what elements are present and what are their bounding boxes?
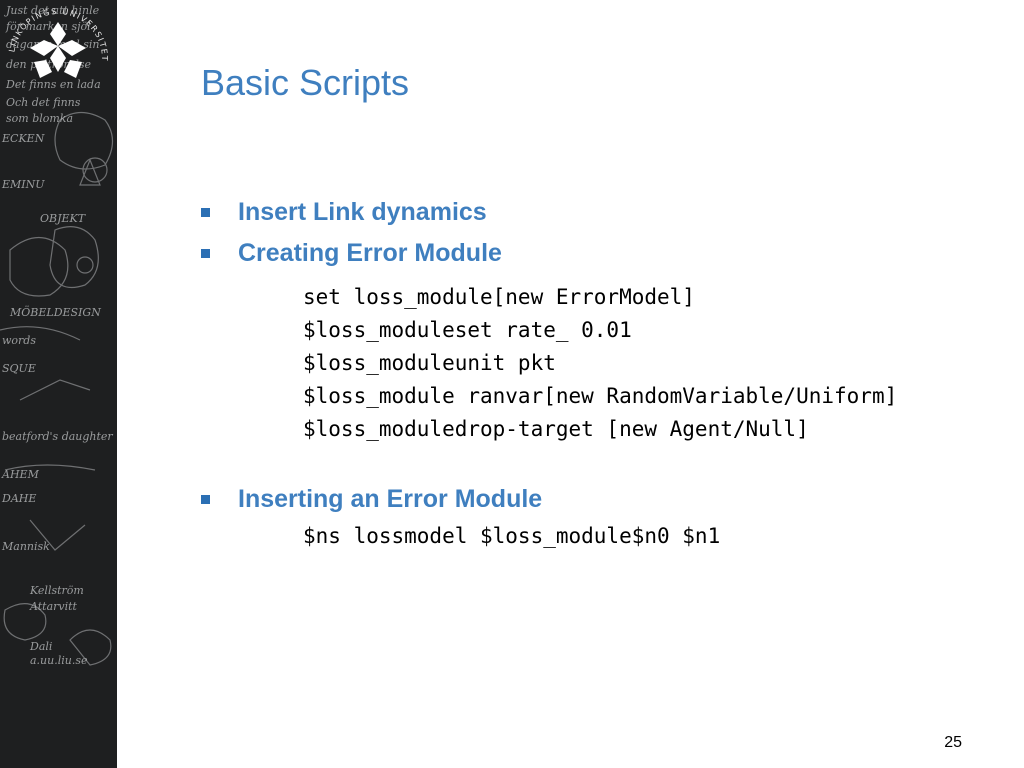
bullet-item: Creating Error Module [201,239,502,268]
bullet-item: Inserting an Error Module [201,485,542,514]
slide-title: Basic Scripts [201,62,410,103]
logo-emblem [30,22,86,78]
code-line: $ns lossmodel $loss_module$n0 $n1 [303,524,721,548]
sketch-line-10: OBJEKT [40,212,87,225]
code-line: $loss_moduleunit pkt [303,351,556,375]
square-bullet-icon [201,495,210,504]
code-line: $loss_module ranvar[new RandomVariable/U… [303,384,898,408]
sketch-line-1: Just det att hinle [4,4,100,17]
sketch-line-15: AHEM [1,468,40,481]
sketch-line-11: MÖBELDESIGN [9,305,101,319]
square-bullet-icon [201,208,210,217]
sketch-line-16: DAHE [1,492,36,505]
page-number: 25 [944,734,962,751]
bullet-label: Creating Error Module [238,239,502,267]
code-line: $loss_moduleset rate_ 0.01 [303,318,632,342]
sketch-line-2: för marken sjöl [5,20,91,33]
bullet-item: Insert Link dynamics [201,198,487,227]
side-decoration-panel: Just det att hinle för marken sjöl dagar… [0,0,117,768]
sketch-line-18: Kellström [29,584,84,597]
sketch-line-6: Och det finns [6,96,81,109]
sketch-line-12: words [2,334,36,347]
university-logo: LINKÖPINGS UNIVERSITET [7,7,108,78]
sketch-line-17: Mannisk [1,540,50,553]
sketch-line-20: Dali [29,640,52,653]
code-line: set loss_module[new ErrorModel] [303,285,695,309]
sketch-line-7: som blomka [6,112,73,125]
sketch-line-8: ECKEN [1,132,45,145]
sketch-line-9: EMINU [1,178,45,191]
sketch-line-13: SQUE [2,362,36,375]
bullet-label: Insert Link dynamics [238,198,487,226]
sketch-line-5: Det finns en lada [5,78,101,91]
square-bullet-icon [201,249,210,258]
sketch-line-19: Attarvitt [29,600,78,613]
sketch-line-21: a.uu.liu.se [30,654,88,667]
code-line: $loss_moduledrop-target [new Agent/Null] [303,417,809,441]
sketch-line-14: beatford's daughter [2,430,113,443]
bullet-label: Inserting an Error Module [238,485,543,513]
chalkboard-sketch: Just det att hinle för marken sjöl dagar… [0,4,113,667]
